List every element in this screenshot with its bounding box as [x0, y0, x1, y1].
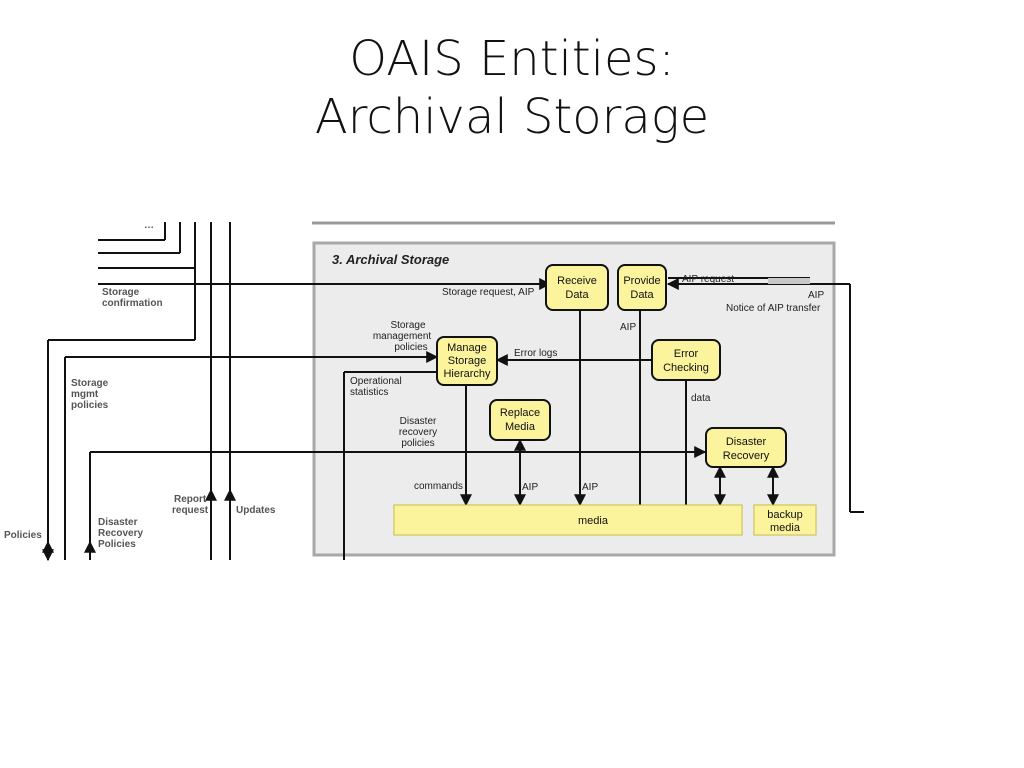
svg-text:Provide: Provide — [623, 275, 660, 287]
svg-text:policies: policies — [394, 342, 427, 353]
svg-text:Receive: Receive — [557, 275, 597, 287]
right-lines — [666, 277, 864, 513]
outside-labels: … Storage confirmation Storage mgmt poli… — [4, 220, 276, 550]
replace-media-box: Replace Media — [489, 399, 551, 441]
flow-labels: Storage request, AIP AIP request AIP Not… — [350, 274, 824, 493]
svg-text:Manage: Manage — [447, 342, 487, 354]
aip-request-label: AIP request — [682, 274, 734, 285]
svg-text:Recovery: Recovery — [723, 450, 770, 462]
svg-text:Data: Data — [630, 289, 654, 301]
svg-text:Error: Error — [674, 348, 699, 360]
aip-replace-label: AIP — [522, 482, 538, 493]
manage-storage-hierarchy-box: Manage Storage Hierarchy — [436, 336, 498, 386]
svg-text:recovery: recovery — [399, 427, 437, 438]
svg-text:policies: policies — [71, 400, 109, 411]
svg-text:mgmt: mgmt — [71, 389, 99, 400]
data-label: data — [691, 393, 711, 404]
svg-text:Policies: Policies — [98, 539, 136, 550]
svg-text:Storage: Storage — [71, 378, 109, 389]
aip-right-label: AIP — [808, 290, 824, 301]
svg-text:media: media — [770, 522, 801, 534]
svg-text:request: request — [172, 505, 209, 516]
media-bar: media — [393, 504, 743, 536]
panel-heading: 3. Archival Storage — [332, 252, 449, 267]
svg-text:Checking: Checking — [663, 362, 709, 374]
svg-text:Recovery: Recovery — [98, 528, 143, 539]
commands-label: commands — [414, 481, 463, 492]
storage-request-label: Storage request, AIP — [442, 287, 535, 298]
outside-lines — [42, 222, 707, 562]
svg-text:Policies: Policies — [4, 530, 42, 541]
svg-text:Updates: Updates — [236, 505, 276, 516]
svg-text:media: media — [578, 515, 609, 527]
svg-text:Disaster: Disaster — [726, 436, 767, 448]
aip-provide-label: AIP — [620, 322, 636, 333]
svg-text:statistics: statistics — [350, 387, 388, 398]
provide-data-box: Provide Data — [617, 264, 667, 311]
receive-data-box: Receive Data — [545, 264, 609, 311]
svg-text:Media: Media — [505, 421, 536, 433]
svg-text:Storage: Storage — [102, 287, 140, 298]
svg-text:Replace: Replace — [500, 407, 540, 419]
svg-text:management: management — [373, 331, 432, 342]
svg-text:policies: policies — [401, 438, 434, 449]
svg-text:Storage: Storage — [390, 320, 425, 331]
disaster-recovery-box: Disaster Recovery — [705, 427, 787, 468]
svg-text:Data: Data — [565, 289, 589, 301]
svg-text:Storage: Storage — [448, 355, 487, 367]
error-checking-box: Error Checking — [651, 339, 721, 381]
internal-connectors — [460, 310, 779, 507]
error-logs-label: Error logs — [514, 348, 557, 359]
title-line-2: Archival Storage — [314, 89, 710, 145]
svg-text:Disaster: Disaster — [400, 416, 437, 427]
svg-text:Report: Report — [174, 494, 207, 505]
svg-text:Operational: Operational — [350, 376, 402, 387]
svg-text:Disaster: Disaster — [98, 517, 138, 528]
aip-receive-label: AIP — [582, 482, 598, 493]
svg-text:…: … — [144, 220, 154, 231]
svg-text:Hierarchy: Hierarchy — [443, 368, 491, 380]
svg-text:confirmation: confirmation — [102, 298, 163, 309]
slide-title: OAIS Entities: Archival Storage — [0, 30, 1024, 146]
backup-media-bar: backup media — [753, 504, 817, 536]
notice-aip-transfer-label: Notice of AIP transfer — [726, 303, 821, 314]
svg-text:backup: backup — [767, 509, 802, 521]
title-line-1: OAIS Entities: — [349, 31, 675, 87]
